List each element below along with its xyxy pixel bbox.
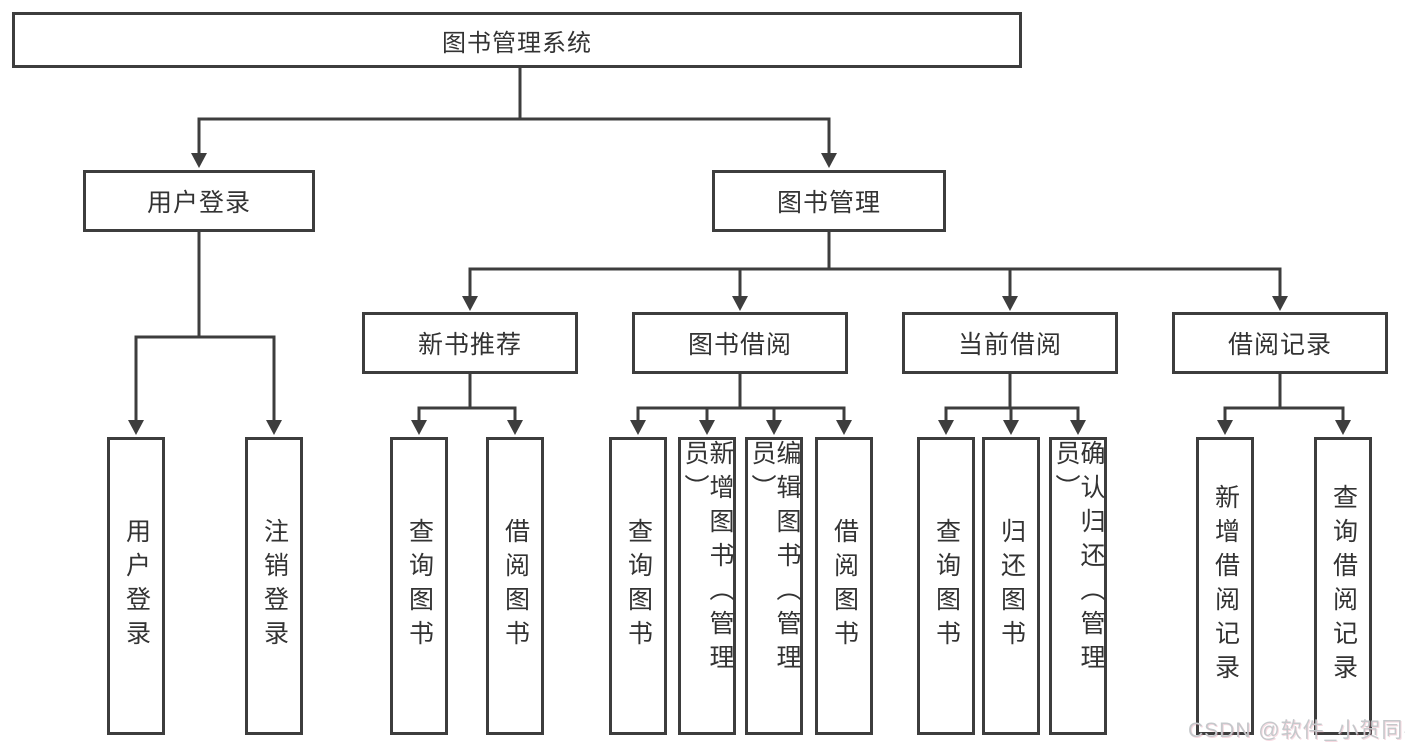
leaf-borrow-add-books-admin: 新增图书（管理员） bbox=[678, 437, 736, 735]
leaf-current-query-books: 查询图书 bbox=[917, 437, 975, 735]
leaf-recommend-query-books: 查询图书 bbox=[390, 437, 448, 735]
csdn-watermark: CSDN @软件_小贺同学 bbox=[1188, 719, 1405, 742]
node-book-management: 图书管理 bbox=[712, 170, 946, 232]
leaf-records-query-record: 查询借阅记录 bbox=[1314, 437, 1372, 735]
node-user-login: 用户登录 bbox=[83, 170, 315, 232]
leaf-borrow-borrow-books: 借阅图书 bbox=[815, 437, 873, 735]
leaf-records-add-record: 新增借阅记录 bbox=[1196, 437, 1254, 735]
leaf-current-return-books: 归还图书 bbox=[982, 437, 1040, 735]
leaf-current-confirm-return-admin: 确认归还（管理员） bbox=[1049, 437, 1107, 735]
node-borrow-records: 借阅记录 bbox=[1172, 312, 1388, 374]
node-new-book-recommend: 新书推荐 bbox=[362, 312, 578, 374]
leaf-user-login: 用户登录 bbox=[107, 437, 165, 735]
leaf-logout: 注销登录 bbox=[245, 437, 303, 735]
leaf-recommend-borrow-books: 借阅图书 bbox=[486, 437, 544, 735]
node-book-borrow: 图书借阅 bbox=[632, 312, 848, 374]
node-current-borrow: 当前借阅 bbox=[902, 312, 1118, 374]
leaf-borrow-edit-books-admin: 编辑图书（管理员） bbox=[745, 437, 803, 735]
leaf-borrow-query-books: 查询图书 bbox=[609, 437, 667, 735]
node-root: 图书管理系统 bbox=[12, 12, 1022, 68]
